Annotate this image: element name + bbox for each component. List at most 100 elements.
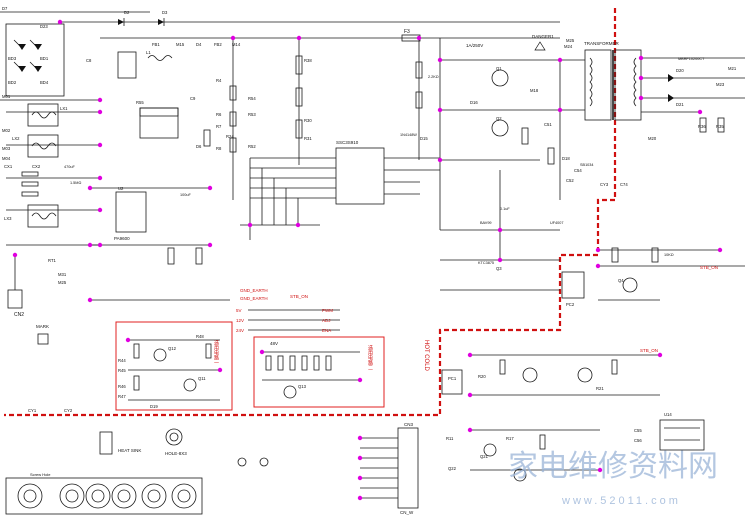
designator-r44: R44 (118, 358, 126, 363)
f3-label: F3 (404, 29, 410, 35)
standby-ic-label: PA9600 (114, 236, 130, 241)
designator-c74: C74 (620, 182, 628, 187)
cn3-connector: CN3 CN_W (360, 422, 419, 515)
designator-c54: C54 (574, 168, 582, 173)
screw-hole-1 (17, 483, 43, 509)
stb-on-net-right: STB_ON (700, 265, 718, 270)
screw-hole-6 (171, 483, 197, 509)
designator-lx1: LX1 (60, 106, 68, 111)
isolation-boundary (4, 8, 617, 417)
watermark-url: www.52011.com (561, 495, 681, 507)
designator-m14: M14 (232, 42, 241, 47)
screw-hole-3 (85, 483, 111, 509)
designator-m03: M03 (2, 146, 11, 151)
designator-labels: D7 D23 BD3 BD1 BD2 BD4 M01 M02 M03 M04 C… (2, 6, 737, 471)
switch-section: STB_ON (439, 38, 745, 395)
designator-r8: R8 (216, 146, 222, 151)
designator-r48: R48 (196, 334, 204, 339)
designator-m23: M23 (716, 82, 725, 87)
value-bav99: BAV99 (480, 221, 492, 225)
value-uf4007: UF4007 (550, 221, 564, 225)
designator-d6: D6 (196, 144, 202, 149)
designator-r47: R47 (118, 394, 126, 399)
designator-r7: R7 (216, 124, 222, 129)
designator-r46: R46 (118, 384, 126, 389)
designator-m25-right: M25 (566, 38, 575, 43)
watermark: 家电维修资料网 www.52011.com (508, 450, 718, 507)
v12-label: 12V (236, 318, 244, 323)
designator-r17: R17 (506, 436, 514, 441)
designator-d19: D19 (150, 404, 158, 409)
transformer-label: TRANSFORMER (584, 41, 620, 46)
designator-pc2: PC2 (566, 302, 575, 307)
danger-label: DANGER1 (532, 34, 554, 39)
designator-r4: R4 (216, 78, 222, 83)
option-note-2: 选用电路二 (367, 344, 373, 370)
designator-lx2: LX2 (12, 136, 20, 141)
v5-label: 5V (236, 308, 242, 313)
transformer: TRANSFORMER DANGER1 (532, 34, 745, 133)
designator-m20: M20 (648, 136, 657, 141)
v24-label: 24V (236, 328, 244, 333)
designator-c8: C8 (86, 58, 92, 63)
designator-cy2: CY2 (64, 408, 73, 413)
designator-d20: D20 (676, 68, 684, 73)
top-bus: F3 1A/250V (60, 18, 560, 200)
value-labels: 470uF 1.5MΩ 10KΩ 2.2KΩ 100uF 0.1uF 1N414… (64, 57, 705, 265)
designator-bd2: BD2 (8, 80, 17, 85)
designator-q12: Q12 (168, 346, 177, 351)
value-470uf: 470uF (64, 165, 75, 169)
designator-q22: Q22 (448, 466, 457, 471)
mark-label: MARK (36, 324, 49, 329)
fuse-rating: 1A/250V (466, 43, 483, 48)
designator-m01: M01 (2, 94, 11, 99)
designator-r20: R20 (478, 374, 486, 379)
designator-q2: Q2 (496, 116, 502, 121)
value-ktc3875: KTC3875 (478, 261, 494, 265)
designator-m02: M02 (2, 128, 11, 133)
designator-q11: Q11 (198, 376, 206, 381)
designator-r52: R52 (248, 144, 256, 149)
standby-ic: PA9600 (90, 129, 230, 301)
designator-m15: M15 (176, 42, 185, 47)
designator-r6: R6 (216, 112, 222, 117)
value-100uf: 100uF (180, 193, 191, 197)
designator-q4: Q4 (618, 278, 624, 283)
designator-m25-left: M25 (58, 280, 67, 285)
designator-d3: D3 (162, 10, 168, 15)
designator-bd4: BD4 (40, 80, 49, 85)
designator-cx2: CX2 (32, 164, 41, 169)
designator-d15: D15 (420, 136, 428, 141)
designator-pc1: PC1 (448, 376, 457, 381)
screw-hole-2 (59, 483, 85, 509)
option-circuit-2: 选用电路二 (253, 336, 385, 408)
designator-r35: R35 (716, 124, 724, 129)
v48-label: 48V (270, 341, 278, 346)
option-circuit-1: 选用电路一 (115, 321, 233, 411)
ena-label: ENA (322, 328, 331, 333)
gnd-earth-1: GND_EARTH (240, 288, 268, 293)
value-1-5mohm: 1.5MΩ (70, 181, 81, 185)
value-mbrf10200ct: MBRF10200CT (678, 57, 705, 61)
stb-on-net-lower: STB_ON (640, 348, 658, 353)
designator-u2: U2 (118, 186, 124, 191)
value-sb1034: SB1034 (580, 163, 594, 167)
designator-cx1: CX1 (4, 164, 13, 169)
designator-m24: M24 (564, 44, 573, 49)
value-2-2kohm: 2.2KΩ (428, 75, 439, 79)
screw-hole-4 (111, 483, 137, 509)
designator-d23: D23 (40, 24, 48, 29)
designator-r38: R38 (304, 58, 312, 63)
ac-input-section: CN2 (0, 11, 150, 318)
cn2-label: CN2 (14, 312, 24, 318)
value-10kohm: 10KΩ (664, 253, 674, 257)
designator-d16: D16 (470, 100, 478, 105)
designator-c51: C51 (544, 122, 552, 127)
screw-hole-label: Screw Hole (30, 472, 51, 477)
designator-fb2: FB2 (214, 42, 222, 47)
designator-d4: D4 (196, 42, 202, 47)
designator-r11: R11 (446, 436, 454, 441)
heat-sink-label: HEAT SINK (118, 448, 141, 453)
screw-hole-5 (141, 483, 167, 509)
designator-d18: D18 (562, 156, 570, 161)
